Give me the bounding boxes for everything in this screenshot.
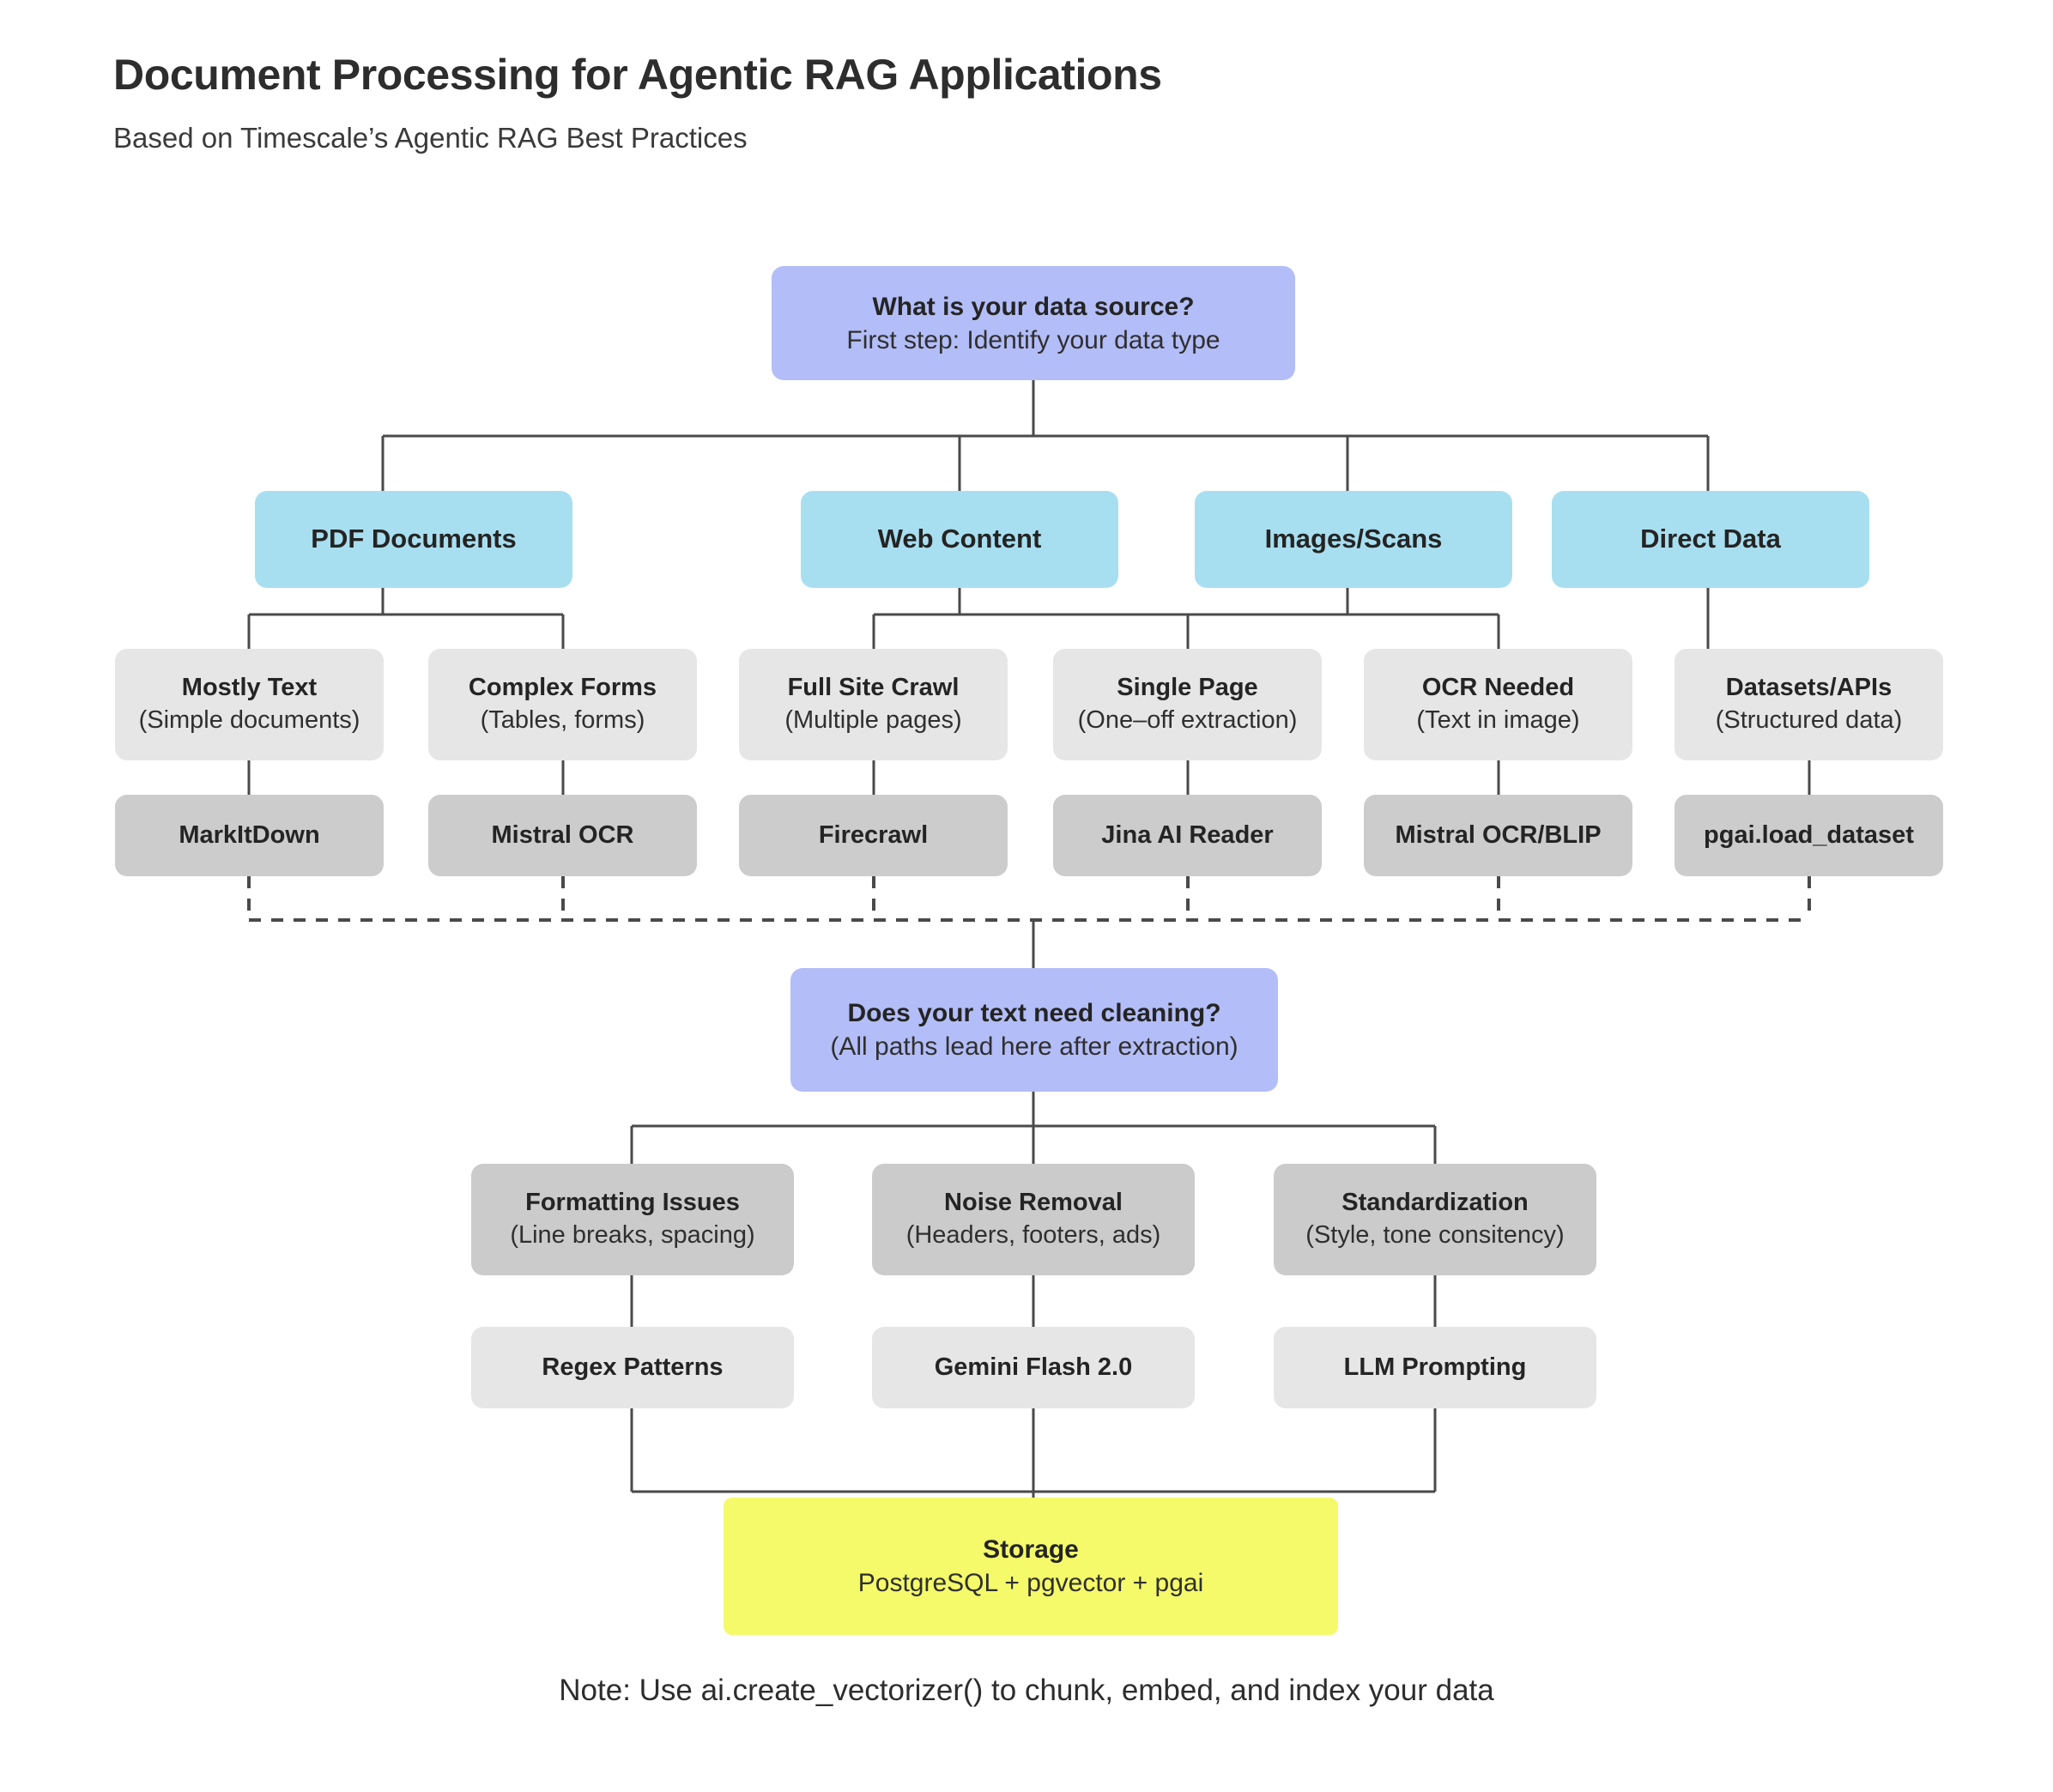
node-root-decision[interactable]: What is your data source? First step: Id… xyxy=(772,266,1295,380)
node-detail: (All paths lead here after extraction) xyxy=(830,1032,1238,1061)
node-label: Mistral OCR/BLIP xyxy=(1395,820,1602,849)
node-label: Firecrawl xyxy=(818,820,929,849)
node-clean-tool-regex-patterns[interactable]: Regex Patterns xyxy=(471,1327,794,1408)
node-clean-category-standardization[interactable]: Standardization (Style, tone consitency) xyxy=(1274,1164,1596,1275)
node-source-images-scans[interactable]: Images/Scans xyxy=(1195,491,1512,588)
node-tool-firecrawl[interactable]: Firecrawl xyxy=(739,795,1008,876)
node-title: Storage xyxy=(983,1535,1079,1564)
node-source-direct-data[interactable]: Direct Data xyxy=(1552,491,1869,588)
page-header: Document Processing for Agentic RAG Appl… xyxy=(113,50,1162,154)
node-label: LLM Prompting xyxy=(1343,1353,1527,1381)
node-label: Web Content xyxy=(877,524,1042,554)
node-label: Images/Scans xyxy=(1264,524,1443,554)
node-detail-datasets-apis[interactable]: Datasets/APIs (Structured data) xyxy=(1674,649,1943,760)
node-detail-mostly-text[interactable]: Mostly Text (Simple documents) xyxy=(115,649,384,760)
node-detail: (One–off extraction) xyxy=(1077,706,1298,734)
node-title: Does your text need cleaning? xyxy=(847,999,1221,1027)
node-tool-mistral-ocr[interactable]: Mistral OCR xyxy=(428,795,697,876)
node-label: PDF Documents xyxy=(311,524,517,554)
node-label: Regex Patterns xyxy=(542,1353,724,1381)
node-tool-mistral-ocr-blip[interactable]: Mistral OCR/BLIP xyxy=(1364,795,1632,876)
node-label: MarkItDown xyxy=(179,820,320,849)
node-title: Single Page xyxy=(1117,674,1258,702)
node-detail: (Line breaks, spacing) xyxy=(510,1221,755,1249)
node-title: Standardization xyxy=(1341,1189,1529,1217)
node-title: What is your data source? xyxy=(872,292,1195,321)
node-label: Gemini Flash 2.0 xyxy=(934,1353,1133,1381)
node-clean-tool-llm-prompting[interactable]: LLM Prompting xyxy=(1274,1327,1596,1408)
node-detail: (Style, tone consitency) xyxy=(1305,1221,1565,1249)
node-storage[interactable]: Storage PostgreSQL + pgvector + pgai xyxy=(724,1498,1338,1635)
node-detail: First step: Identify your data type xyxy=(846,325,1220,354)
node-clean-category-formatting-issues[interactable]: Formatting Issues (Line breaks, spacing) xyxy=(471,1164,794,1275)
node-label: Jina AI Reader xyxy=(1101,820,1274,849)
node-title: Formatting Issues xyxy=(525,1189,740,1217)
node-tool-jina-ai-reader[interactable]: Jina AI Reader xyxy=(1053,795,1322,876)
footer-note: Note: Use ai.create_vectorizer() to chun… xyxy=(559,1674,1494,1707)
node-tool-markitdown[interactable]: MarkItDown xyxy=(115,795,384,876)
node-tool-pgai-load-dataset[interactable]: pgai.load_dataset xyxy=(1674,795,1943,876)
node-detail: (Structured data) xyxy=(1715,706,1903,734)
node-title: Noise Removal xyxy=(944,1189,1123,1217)
node-title: Complex Forms xyxy=(468,674,657,702)
node-label: Mistral OCR xyxy=(491,820,634,849)
node-detail-ocr-needed[interactable]: OCR Needed (Text in image) xyxy=(1364,649,1632,760)
node-detail: (Headers, footers, ads) xyxy=(905,1221,1161,1249)
page-subtitle: Based on Timescale’s Agentic RAG Best Pr… xyxy=(113,122,748,154)
node-label: pgai.load_dataset xyxy=(1704,820,1914,849)
node-title: Datasets/APIs xyxy=(1725,674,1893,702)
node-clean-category-noise-removal[interactable]: Noise Removal (Headers, footers, ads) xyxy=(872,1164,1195,1275)
node-detail-single-page[interactable]: Single Page (One–off extraction) xyxy=(1053,649,1322,760)
node-detail: (Simple documents) xyxy=(138,706,360,734)
node-clean-decision[interactable]: Does your text need cleaning? (All paths… xyxy=(790,968,1278,1092)
page-title: Document Processing for Agentic RAG Appl… xyxy=(113,51,1162,99)
node-title: Mostly Text xyxy=(181,674,318,702)
node-clean-tool-gemini-flash[interactable]: Gemini Flash 2.0 xyxy=(872,1327,1195,1408)
node-detail: (Text in image) xyxy=(1416,706,1580,734)
node-detail-full-site-crawl[interactable]: Full Site Crawl (Multiple pages) xyxy=(739,649,1008,760)
node-detail: (Multiple pages) xyxy=(784,706,962,734)
node-title: OCR Needed xyxy=(1421,674,1575,702)
node-source-pdf-documents[interactable]: PDF Documents xyxy=(255,491,572,588)
node-label: Direct Data xyxy=(1640,524,1781,554)
node-detail: (Tables, forms) xyxy=(480,706,645,734)
node-source-web-content[interactable]: Web Content xyxy=(801,491,1118,588)
node-detail-complex-forms[interactable]: Complex Forms (Tables, forms) xyxy=(428,649,697,760)
node-detail: PostgreSQL + pgvector + pgai xyxy=(857,1569,1204,1597)
node-title: Full Site Crawl xyxy=(787,674,960,702)
